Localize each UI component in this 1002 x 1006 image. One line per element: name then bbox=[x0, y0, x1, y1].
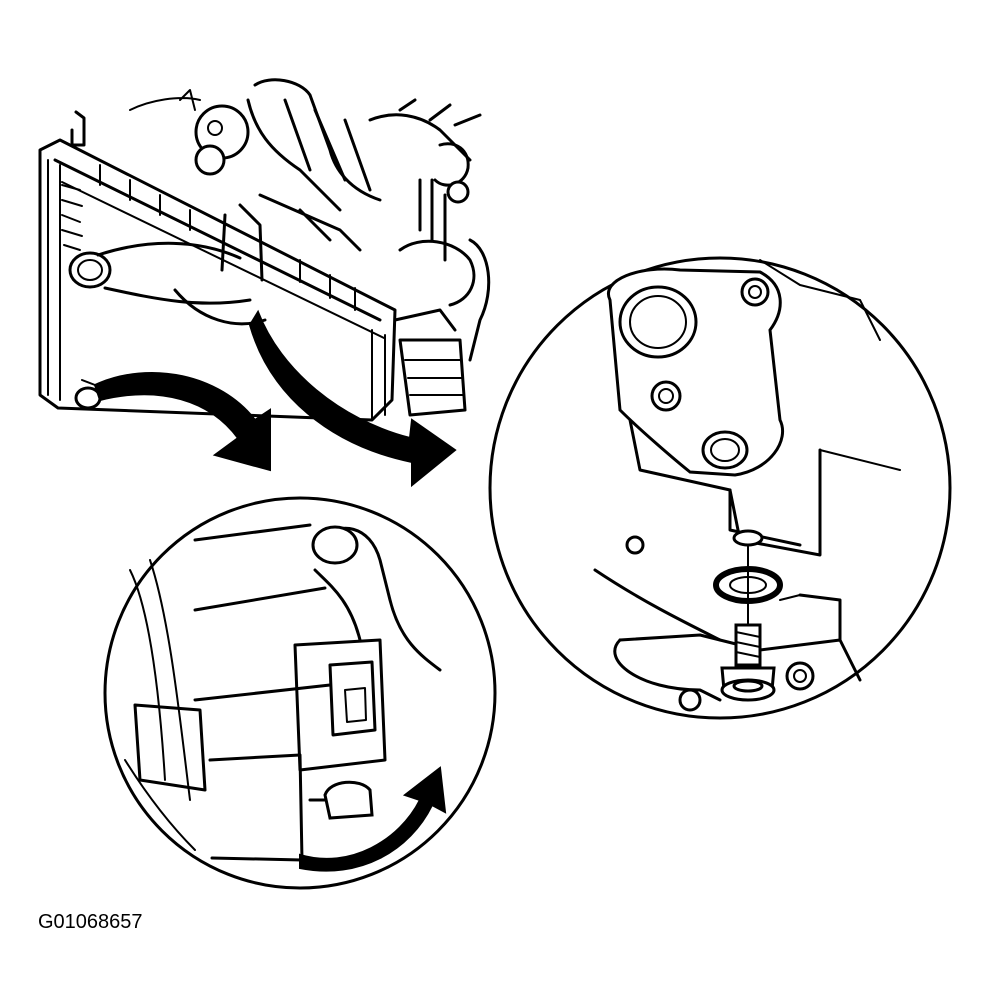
radiator-hose bbox=[68, 241, 267, 326]
figure-id: G01068657 bbox=[38, 911, 143, 933]
lower-stud bbox=[678, 661, 815, 712]
engine-block bbox=[129, 78, 491, 417]
mount-detail-circle bbox=[103, 496, 497, 890]
outlet-detail-circle bbox=[488, 256, 952, 720]
removal-arrow-left bbox=[93, 372, 271, 472]
clip-release-arrow bbox=[299, 766, 447, 872]
flange-bolt bbox=[650, 277, 770, 412]
drain-plug bbox=[74, 379, 102, 410]
engine-radiator-overview bbox=[38, 78, 491, 488]
bolt bbox=[720, 623, 776, 702]
gasket-washer bbox=[713, 529, 783, 641]
removal-arrow-right bbox=[248, 309, 457, 488]
